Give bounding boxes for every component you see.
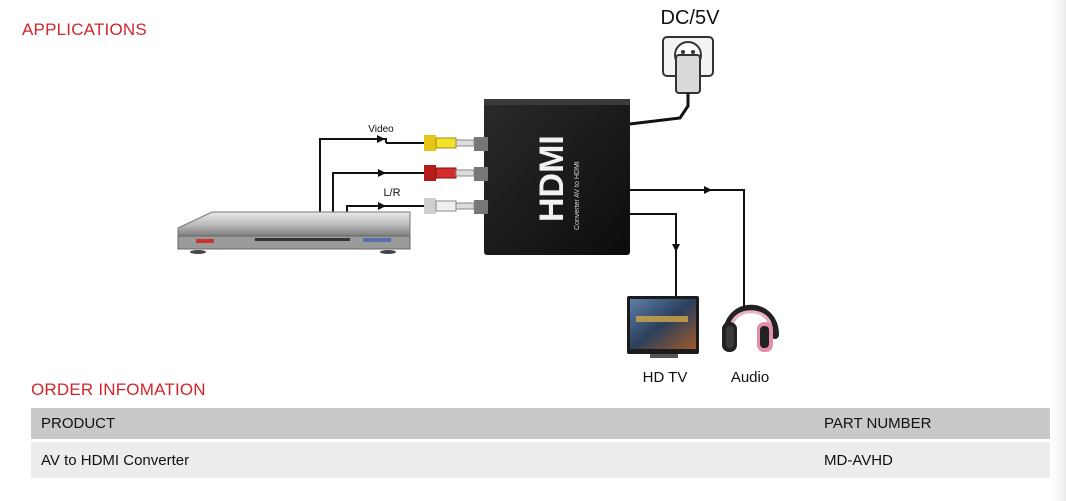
product-column-header: PRODUCT bbox=[31, 408, 814, 442]
tv-icon bbox=[627, 296, 699, 358]
part-number-column-header: PART NUMBER bbox=[814, 408, 1050, 442]
order-table: PRODUCT PART NUMBER AV to HDMI Converter… bbox=[31, 408, 1050, 478]
product-cell: AV to HDMI Converter bbox=[31, 440, 814, 478]
power-cable bbox=[629, 93, 690, 126]
applications-heading: APPLICATIONS bbox=[22, 20, 147, 39]
audio-plug-red bbox=[386, 165, 475, 181]
headphones-icon bbox=[722, 304, 779, 352]
tv-label: HD TV bbox=[643, 369, 688, 386]
power-label: DC/5V bbox=[661, 7, 721, 29]
table-row: AV to HDMI Converter MD-AVHD bbox=[31, 440, 1050, 478]
dvd-player-icon bbox=[177, 211, 411, 254]
application-diagram: DC/5V HDMI Converter AV to HDMI Video L/… bbox=[177, 7, 779, 386]
lr-label: L/R bbox=[383, 187, 400, 199]
power-socket-icon bbox=[662, 36, 714, 94]
hdmi-converter-device: HDMI Converter AV to HDMI bbox=[474, 99, 630, 255]
part-number-cell: MD-AVHD bbox=[814, 440, 1050, 478]
device-brand-label: HDMI bbox=[533, 135, 571, 222]
video-label: Video bbox=[368, 124, 394, 135]
audio-label: Audio bbox=[731, 369, 769, 386]
device-subtitle-label: Converter AV to HDMI bbox=[574, 161, 581, 230]
video-plug-yellow bbox=[386, 135, 475, 151]
table-header-row: PRODUCT PART NUMBER bbox=[31, 408, 1050, 442]
audio-plug-white bbox=[386, 198, 475, 214]
scrollbar-track[interactable] bbox=[1052, 0, 1066, 501]
order-info-heading: ORDER INFOMATION bbox=[31, 380, 206, 399]
